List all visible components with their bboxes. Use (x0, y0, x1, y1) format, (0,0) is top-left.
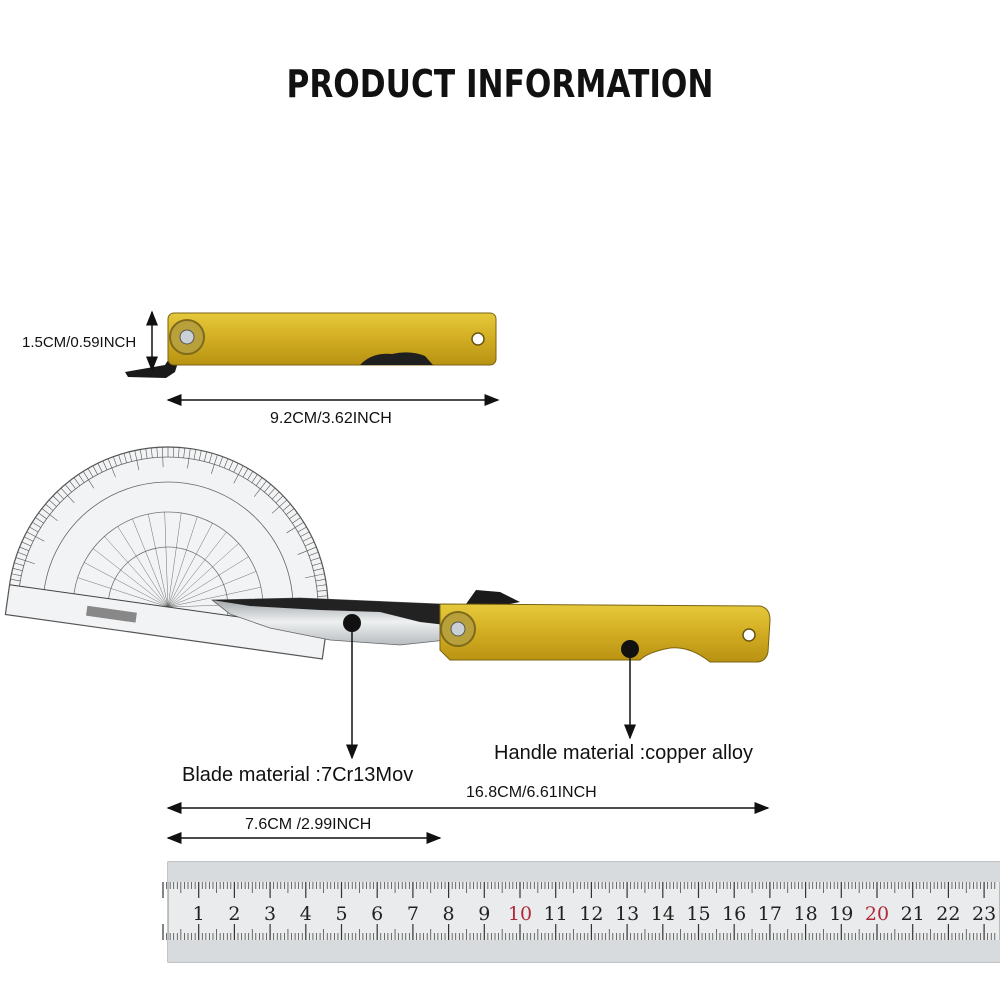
open-knife-handle-tab (466, 590, 520, 606)
ruler-number: 15 (686, 903, 710, 925)
ruler-number: 5 (335, 903, 347, 925)
ruler-number: 22 (936, 903, 960, 925)
closed-knife-handle (167, 312, 497, 366)
open-knife-blade-spine (212, 598, 446, 625)
blade-length-label: 7.6CM /2.99INCH (245, 816, 372, 833)
page-title: PRODUCT INFORMATION (286, 62, 714, 106)
ruler-number: 16 (722, 903, 746, 925)
ruler-number: 11 (544, 903, 568, 925)
ruler-number: 18 (794, 903, 818, 925)
closed-knife-height-label: 1.5CM/0.59INCH (22, 334, 137, 351)
closed-knife-pivot-screw (179, 329, 195, 345)
closed-knife-length-label: 9.2CM/3.62INCH (270, 410, 392, 427)
total-length-label: 16.8CM/6.61INCH (466, 784, 597, 801)
ruler-number: 2 (228, 903, 240, 925)
ruler-number: 7 (407, 903, 419, 925)
ruler-number: 9 (478, 903, 490, 925)
blade-material-label: Blade material :7Cr13Mov (182, 764, 414, 786)
closed-knife (125, 312, 497, 378)
closed-knife-blade-tip (125, 354, 180, 378)
ruler-number: 6 (371, 903, 383, 925)
ruler-number: 12 (579, 903, 603, 925)
open-knife (210, 590, 771, 663)
handle-material-label: Handle material :copper alloy (494, 742, 754, 764)
ruler-number: 14 (651, 903, 675, 925)
ruler-number: 21 (901, 903, 925, 925)
open-knife-lanyard-hole (742, 628, 756, 642)
ruler-ticks (162, 882, 996, 940)
ruler-number: 1 (193, 903, 205, 925)
ruler-number: 13 (615, 903, 639, 925)
ruler-number: 20 (865, 903, 889, 925)
open-knife-pivot-screw (450, 621, 466, 637)
ruler-number: 10 (508, 903, 532, 925)
closed-knife-lanyard-hole (471, 332, 485, 346)
ruler-number: 4 (300, 903, 312, 925)
ruler-number: 3 (264, 903, 276, 925)
closed-knife-blade-edge (360, 352, 433, 365)
ruler-number: 19 (829, 903, 853, 925)
ruler-number: 17 (758, 903, 782, 925)
open-knife-handle (439, 603, 771, 663)
ruler-number: 8 (443, 903, 455, 925)
ruler-number: 23 (972, 903, 996, 925)
